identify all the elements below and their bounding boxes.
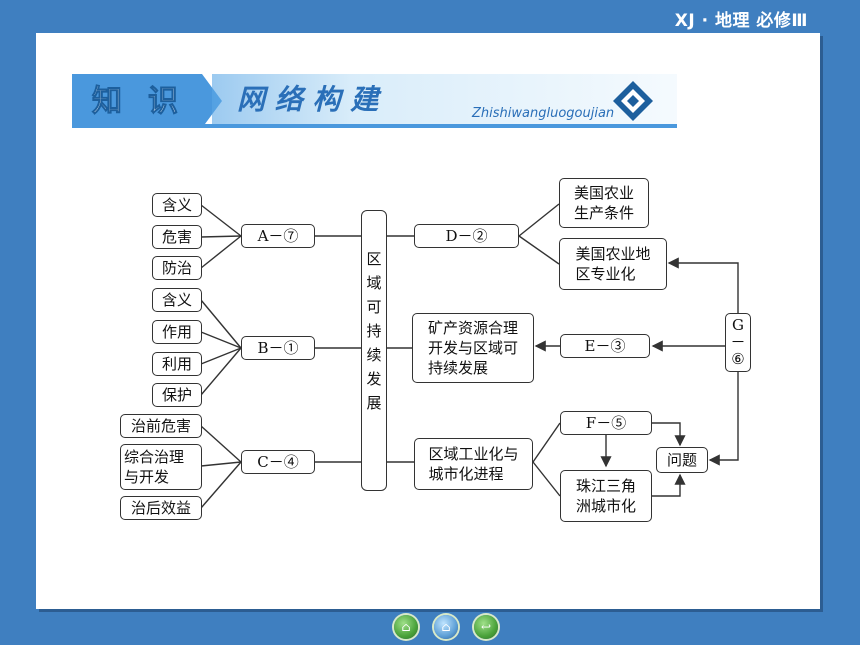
center-char: 区 xyxy=(366,250,382,268)
center-title: 区 域 可 持 续 发 展 xyxy=(361,210,387,491)
home-icon[interactable]: ⌂ xyxy=(394,615,418,639)
b-item-meaning: 含义 xyxy=(152,288,202,312)
node-g: G － ⑥ xyxy=(725,313,751,372)
a-item-harm: 危害 xyxy=(152,225,202,249)
node-a: A－⑦ xyxy=(241,224,315,248)
banner-pinyin: Zhishiwangluogoujian xyxy=(471,106,614,121)
b-item-protect: 保护 xyxy=(152,383,202,407)
banner-subtitle: 网 络 构 建 xyxy=(237,83,382,116)
center-char: 域 xyxy=(366,274,382,292)
center-char: 可 xyxy=(366,298,382,316)
banner-char-1: 知 xyxy=(92,84,122,119)
node-c: C－④ xyxy=(241,450,315,474)
b-item-use: 利用 xyxy=(152,352,202,376)
center-char: 持 xyxy=(366,322,382,340)
problem-box: 问题 xyxy=(656,447,708,473)
node-f: F－⑤ xyxy=(560,411,652,435)
d-item-specialization: 美国农业地 区专业化 xyxy=(559,238,667,290)
diamond-arrow-icon xyxy=(613,81,653,121)
a-item-meaning: 含义 xyxy=(152,193,202,217)
center-char: 发 xyxy=(366,370,382,388)
pearl-delta-box: 珠江三角 洲城市化 xyxy=(560,470,652,522)
section-banner: 知 识 网 络 构 建 Zhishiwangluogoujian xyxy=(72,74,677,128)
c-item-governance: 综合治理 与开发 xyxy=(120,444,202,490)
c-item-before: 治前危害 xyxy=(120,414,202,438)
node-d: D－② xyxy=(414,224,519,248)
node-b: B－① xyxy=(241,336,315,360)
mineral-box: 矿产资源合理 开发与区域可 持续发展 xyxy=(412,313,534,383)
course-tag: XJ · 地理 必修Ⅲ xyxy=(674,11,808,31)
b-item-function: 作用 xyxy=(152,320,202,344)
return-icon[interactable]: ↩ xyxy=(474,615,498,639)
house-icon[interactable]: ⌂ xyxy=(434,615,458,639)
c-item-after: 治后效益 xyxy=(120,496,202,520)
center-char: 续 xyxy=(366,346,382,364)
banner-char-2: 识 xyxy=(148,84,178,119)
industry-box: 区域工业化与 城市化进程 xyxy=(414,438,533,490)
a-item-prevention: 防治 xyxy=(152,256,202,280)
node-e: E－③ xyxy=(560,334,650,358)
d-item-conditions: 美国农业 生产条件 xyxy=(559,178,649,228)
slide-navigation: ⌂ ⌂ ↩ xyxy=(394,615,498,639)
center-char: 展 xyxy=(366,394,382,412)
